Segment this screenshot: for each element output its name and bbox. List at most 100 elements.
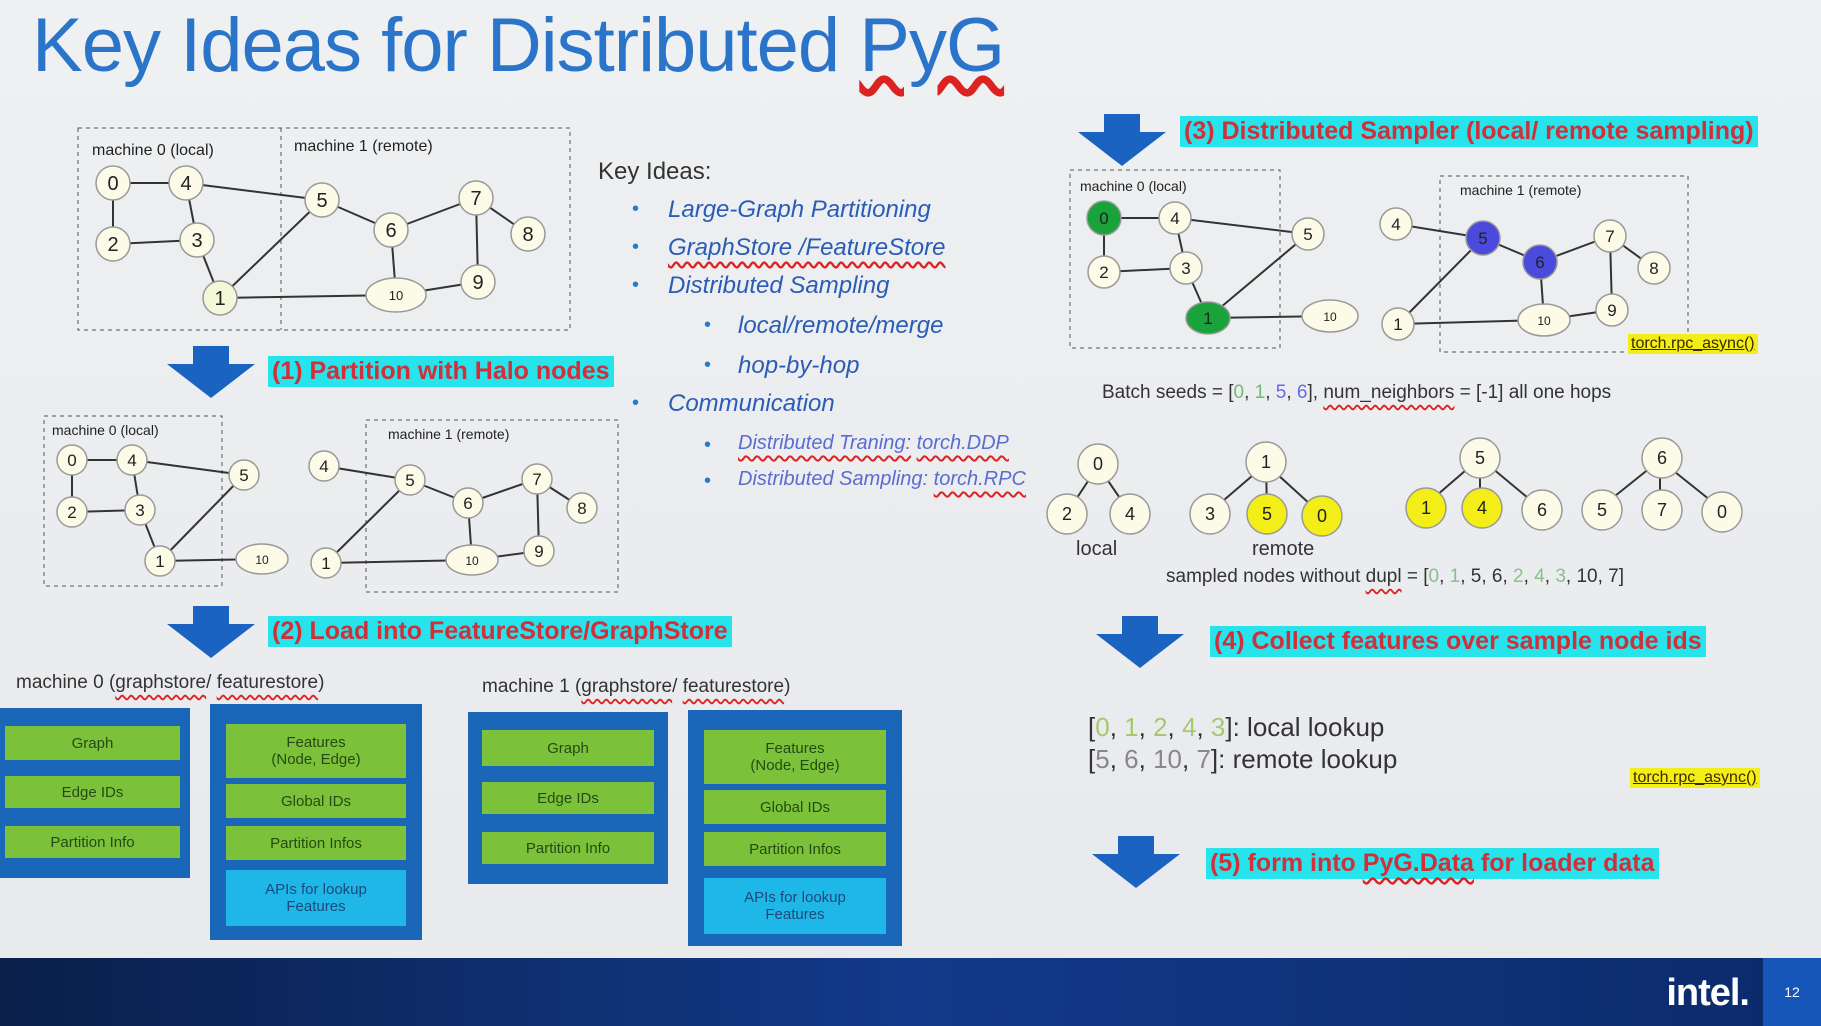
svg-text:7: 7: [532, 470, 541, 489]
svg-text:2: 2: [67, 503, 76, 522]
svg-text:1: 1: [1421, 498, 1431, 518]
svg-text:3: 3: [1181, 259, 1190, 278]
svg-text:7: 7: [1657, 500, 1667, 520]
rpc-async-label-2: torch.rpc_async(): [1630, 768, 1760, 788]
svg-text:5: 5: [1262, 504, 1272, 524]
sampler-machine1-label: machine 1 (remote): [1460, 182, 1582, 198]
svg-text:5: 5: [405, 471, 414, 490]
svg-text:3: 3: [191, 230, 202, 252]
partition-machine1-label: machine 1 (remote): [388, 426, 510, 442]
key-idea-sampling-merge: local/remote/merge: [738, 312, 944, 339]
machine1-store-label: machine 1 (graphstore/ featurestore): [482, 676, 791, 697]
apis-lookup-box: APIs for lookup Features: [704, 878, 886, 934]
svg-text:4: 4: [319, 457, 328, 476]
svg-text:4: 4: [1391, 215, 1400, 234]
svg-text:5: 5: [1475, 448, 1485, 468]
features-box: Features (Node, Edge): [704, 730, 886, 784]
svg-text:8: 8: [577, 499, 586, 518]
svg-text:10: 10: [1537, 314, 1551, 328]
key-idea-partitioning: Large-Graph Partitioning: [668, 196, 931, 223]
sampler-machine0-label: machine 0 (local): [1080, 178, 1187, 194]
partition-info-box: Partition Info: [5, 826, 180, 858]
tree-local-label: local: [1076, 538, 1118, 560]
svg-text:2: 2: [107, 234, 118, 256]
graph-box: Graph: [5, 726, 180, 760]
svg-text:5: 5: [316, 190, 327, 212]
svg-text:7: 7: [470, 188, 481, 210]
svg-text:1: 1: [214, 288, 225, 310]
step1-label: (1) Partition with Halo nodes: [268, 356, 614, 387]
svg-text:6: 6: [385, 220, 396, 242]
machine0-featurestore-panel: Features (Node, Edge) Global IDs Partiti…: [210, 704, 422, 940]
page-title: Key Ideas for Distributed PyG: [32, 3, 1005, 88]
svg-text:5: 5: [1597, 500, 1607, 520]
footer-bar: [0, 958, 1821, 1026]
global-ids-box: Global IDs: [704, 790, 886, 824]
top-graph: 0 4 2 3 1 5 6 7 8 10 9: [77, 127, 571, 331]
partition-infos-box: Partition Infos: [704, 832, 886, 866]
svg-text:2: 2: [1062, 504, 1072, 524]
features-box: Features (Node, Edge): [226, 724, 406, 778]
top-graph-machine1-label: machine 1 (remote): [294, 138, 433, 155]
svg-text:9: 9: [472, 272, 483, 294]
svg-text:1: 1: [321, 554, 330, 573]
step4-label: (4) Collect features over sample node id…: [1210, 626, 1706, 657]
svg-text:0: 0: [67, 451, 76, 470]
key-idea-communication: Communication: [668, 390, 835, 417]
svg-text:3: 3: [1205, 504, 1215, 524]
machine1-featurestore-panel: Features (Node, Edge) Global IDs Partiti…: [688, 710, 902, 946]
svg-text:10: 10: [465, 554, 479, 568]
key-ideas-heading: Key Ideas:: [598, 158, 712, 185]
arrow-down-icon: [1092, 836, 1180, 888]
partition-infos-box: Partition Infos: [226, 826, 406, 860]
title-pyg: PyG: [859, 3, 1005, 88]
arrow-down-icon: [1078, 114, 1166, 166]
top-graph-machine0-label: machine 0 (local): [92, 142, 214, 159]
machine0-graphstore-panel: Graph Edge IDs Partition Info: [0, 708, 190, 878]
svg-text:1: 1: [1393, 315, 1402, 334]
key-idea-graphstore: GraphStore /FeatureStore: [668, 234, 946, 261]
svg-text:0: 0: [1093, 454, 1103, 474]
svg-text:10: 10: [1323, 310, 1337, 324]
svg-text:0: 0: [107, 173, 118, 195]
svg-text:5: 5: [239, 466, 248, 485]
svg-text:9: 9: [534, 542, 543, 561]
svg-text:9: 9: [1607, 301, 1616, 320]
step3-label: (3) Distributed Sampler (local/ remote s…: [1180, 116, 1758, 147]
svg-text:4: 4: [1125, 504, 1135, 524]
svg-text:0: 0: [1099, 209, 1108, 228]
svg-text:6: 6: [1657, 448, 1667, 468]
step2-label: (2) Load into FeatureStore/GraphStore: [268, 616, 732, 647]
local-lookup-text: [0, 1, 2, 4, 3]: local lookup: [1088, 712, 1385, 742]
svg-text:1: 1: [155, 552, 164, 571]
tree-remote-label: remote: [1252, 538, 1315, 560]
svg-text:8: 8: [1649, 259, 1658, 278]
svg-text:4: 4: [180, 173, 191, 195]
arrow-down-icon: [167, 606, 255, 658]
svg-text:6: 6: [463, 494, 472, 513]
svg-text:8: 8: [522, 224, 533, 246]
key-idea-rpc: Distributed Sampling: torch.RPC: [738, 468, 1026, 490]
edge-ids-box: Edge IDs: [482, 782, 654, 814]
svg-text:5: 5: [1478, 229, 1487, 248]
svg-text:10: 10: [255, 553, 269, 567]
key-idea-ddp: Distributed Traning: torch.DDP: [738, 432, 1009, 454]
svg-text:3: 3: [135, 501, 144, 520]
svg-text:7: 7: [1605, 227, 1614, 246]
step5-label: (5) form into PyG.Data for loader data: [1206, 848, 1659, 879]
svg-text:1: 1: [1203, 309, 1212, 328]
svg-text:6: 6: [1535, 253, 1544, 272]
svg-text:2: 2: [1099, 263, 1108, 282]
key-idea-sampling: Distributed Sampling: [668, 272, 890, 299]
key-idea-hop-by-hop: hop-by-hop: [738, 352, 860, 379]
apis-lookup-box: APIs for lookup Features: [226, 870, 406, 926]
page-number: 12: [1763, 958, 1821, 1026]
svg-text:10: 10: [389, 288, 403, 303]
machine0-store-label: machine 0 (graphstore/ featurestore): [16, 672, 325, 693]
svg-text:4: 4: [127, 451, 136, 470]
svg-text:4: 4: [1477, 498, 1487, 518]
batch-seeds-text: Batch seeds = [0, 1, 5, 6], num_neighbor…: [1102, 382, 1612, 403]
